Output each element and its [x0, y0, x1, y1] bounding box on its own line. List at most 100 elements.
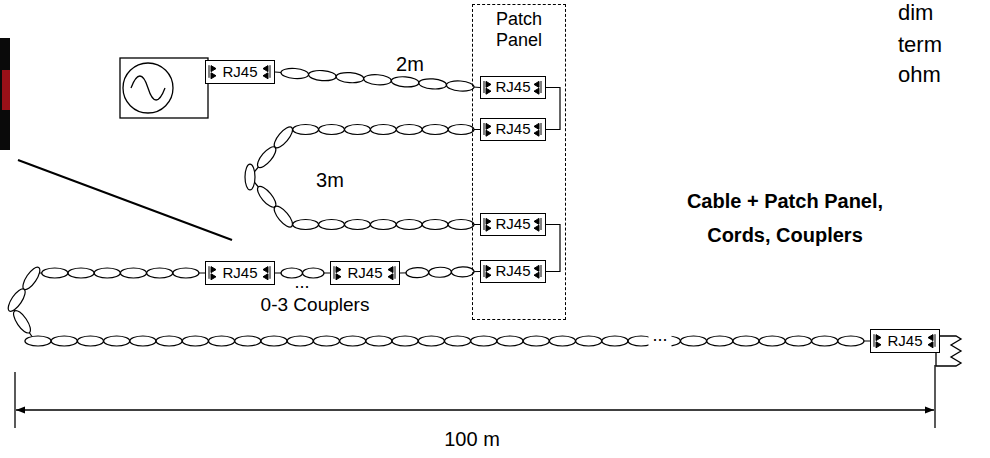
- cable-twist: [340, 336, 366, 346]
- cable-twist: [182, 336, 208, 346]
- pin-mark: [211, 267, 216, 273]
- connector-label: RJ45: [222, 64, 257, 81]
- pin-mark: [534, 272, 539, 278]
- cable-twist: [245, 164, 255, 190]
- cable-twist: [271, 204, 295, 230]
- cable-twist: [25, 336, 51, 346]
- pin-mark: [388, 267, 393, 273]
- cable-twist: [370, 220, 396, 230]
- assembly-caption: Cable + Patch Panel, Cords, Couplers: [660, 184, 910, 252]
- cable-twist: [838, 336, 864, 346]
- cable-length: 3m: [316, 168, 344, 192]
- cable-twist-row: [5, 265, 864, 346]
- ellipsis: ...: [294, 272, 309, 294]
- pin-mark: [541, 265, 542, 277]
- pin-mark: [486, 265, 491, 271]
- pin-mark: [336, 267, 341, 273]
- cable-twist: [208, 336, 234, 346]
- cable-twist: [20, 265, 43, 292]
- cable-twist: [235, 336, 261, 346]
- cable-twist: [391, 76, 419, 88]
- pin-mark: [935, 334, 936, 347]
- pin-mark: [541, 81, 542, 93]
- rj45-coupler: RJ45: [330, 261, 400, 285]
- pin-mark: [263, 73, 268, 79]
- panel-heading: Patch Panel: [487, 9, 551, 50]
- source-wiring: [120, 58, 208, 118]
- pin-mark: [534, 225, 539, 231]
- cable-twist: [313, 336, 339, 346]
- cable-twist: [255, 144, 279, 170]
- dimension-tick: [934, 365, 935, 428]
- pin-mark: [211, 66, 216, 72]
- cable-twist: [336, 72, 364, 84]
- pin-mark: [534, 130, 539, 136]
- cable-twist: [11, 308, 34, 335]
- cable-twist: [293, 220, 319, 230]
- pin-mark: [534, 218, 539, 224]
- cable-twist: [68, 268, 94, 278]
- patch-panel: Patch PanelRJ45RJ45RJ45RJ45: [472, 4, 566, 320]
- cable-twist: [156, 336, 182, 346]
- patch-cord: [546, 88, 560, 130]
- cable-twist: [576, 336, 602, 346]
- cable-twist: [549, 336, 575, 346]
- photo-fragment: [2, 70, 10, 110]
- pin-mark: [270, 65, 271, 78]
- cable-twist: [418, 78, 446, 90]
- pin-mark: [541, 218, 542, 230]
- cable-length: 2m: [396, 52, 424, 76]
- cable-twist: [396, 220, 422, 230]
- pin-mark: [211, 274, 216, 280]
- cable-twist: [733, 336, 759, 346]
- cable: [12, 273, 870, 341]
- pin-mark: [263, 267, 268, 273]
- pin-mark: [534, 88, 539, 94]
- pin-mark: [484, 81, 485, 93]
- pin-mark: [486, 218, 491, 224]
- cable-twist-row: [245, 124, 474, 230]
- pin-mark: [211, 73, 216, 79]
- pin-mark: [209, 65, 210, 78]
- cable-twist: [5, 286, 28, 313]
- cable-twist: [418, 336, 444, 346]
- rj45-jack: RJ45: [480, 213, 546, 236]
- pin-mark: [486, 123, 491, 129]
- connector-label: RJ45: [495, 263, 530, 280]
- coupler-count: 0-3 Couplers: [261, 294, 370, 317]
- connector-label: RJ45: [347, 265, 382, 282]
- pin-mark: [928, 342, 933, 348]
- dimension-line: [16, 409, 934, 410]
- cable-twist: [363, 74, 391, 86]
- cable-twist: [422, 125, 448, 135]
- pin-mark: [263, 66, 268, 72]
- pin-mark: [388, 274, 393, 280]
- pin-mark: [486, 81, 491, 87]
- pin-mark: [484, 218, 485, 230]
- pin-mark: [876, 342, 881, 348]
- pin-mark: [263, 274, 268, 280]
- cable-twist: [448, 125, 474, 135]
- cable-twist: [287, 336, 313, 346]
- cable-twist: [120, 268, 146, 278]
- cable-twist-row: [406, 267, 474, 278]
- pin-mark: [484, 123, 485, 135]
- pin-mark: [541, 123, 542, 135]
- cable-twist: [147, 268, 173, 278]
- cable-twist: [130, 336, 156, 346]
- pin-mark: [395, 266, 396, 279]
- cable-twist: [344, 220, 370, 230]
- cable-twist: [422, 220, 448, 230]
- cable-twist: [602, 336, 628, 346]
- pin-mark: [486, 88, 491, 94]
- cable-twist: [366, 336, 392, 346]
- pointer-line: [18, 160, 232, 240]
- pin-mark: [534, 81, 539, 87]
- pin-mark: [209, 266, 210, 279]
- rj45-connector: RJ45: [205, 60, 275, 84]
- cable-twist: [293, 125, 319, 135]
- dimension-label: 100 m: [444, 427, 500, 451]
- cable-twist: [680, 336, 706, 346]
- cable-twist: [344, 125, 370, 135]
- patch-cord: [546, 225, 560, 272]
